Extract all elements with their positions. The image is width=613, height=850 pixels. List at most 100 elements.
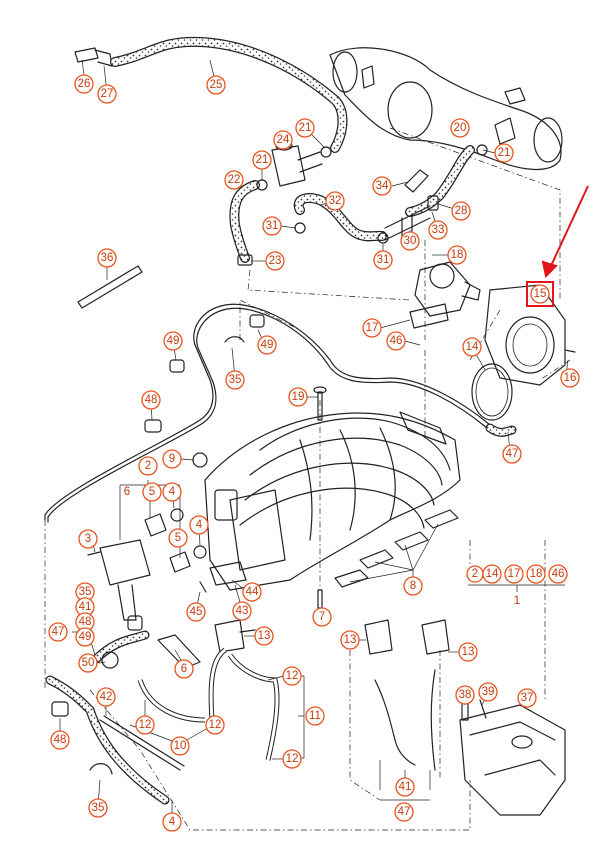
svg-text:21: 21 bbox=[256, 154, 269, 166]
svg-text:42: 42 bbox=[100, 691, 113, 703]
callout-32: 32 bbox=[325, 191, 345, 211]
callout-13: 13 bbox=[254, 626, 274, 646]
svg-text:12: 12 bbox=[286, 753, 299, 765]
svg-text:46: 46 bbox=[390, 335, 403, 347]
callout-4: 4 bbox=[162, 812, 182, 832]
highlight-box bbox=[526, 281, 554, 307]
svg-text:35: 35 bbox=[79, 586, 92, 598]
callout-49: 49 bbox=[163, 331, 183, 351]
callout-43: 43 bbox=[232, 601, 252, 621]
callout-13: 13 bbox=[340, 630, 360, 650]
svg-text:50: 50 bbox=[82, 657, 95, 669]
callout-31: 31 bbox=[373, 250, 393, 270]
callout-21: 21 bbox=[494, 143, 514, 163]
svg-text:22: 22 bbox=[228, 174, 241, 186]
svg-text:32: 32 bbox=[329, 195, 342, 207]
callout-18: 18 bbox=[526, 564, 546, 584]
svg-text:4: 4 bbox=[169, 486, 176, 498]
svg-text:12: 12 bbox=[139, 719, 152, 731]
svg-text:41: 41 bbox=[79, 601, 92, 613]
callout-8: 8 bbox=[403, 576, 423, 596]
callouts: 26 27 25 24 21 21 21 20 22 32 34 28 31 3… bbox=[48, 74, 580, 832]
callout-15: 15 bbox=[530, 284, 550, 304]
callout-33: 33 bbox=[428, 220, 448, 240]
callout-12: 12 bbox=[205, 715, 225, 735]
svg-text:5: 5 bbox=[175, 532, 181, 544]
callout-11: 11 bbox=[305, 706, 325, 726]
callout-18: 18 bbox=[447, 245, 467, 265]
svg-text:49: 49 bbox=[261, 339, 274, 351]
callout-46: 46 bbox=[548, 564, 568, 584]
callout-25: 25 bbox=[206, 75, 226, 95]
svg-text:19: 19 bbox=[292, 391, 305, 403]
callout-48: 48 bbox=[75, 612, 95, 632]
callout-5: 5 bbox=[168, 528, 188, 548]
callout-2: 2 bbox=[466, 565, 484, 583]
callout-41: 41 bbox=[75, 597, 95, 617]
svg-text:35: 35 bbox=[92, 802, 105, 814]
svg-text:41: 41 bbox=[399, 781, 412, 793]
svg-text:36: 36 bbox=[101, 252, 114, 264]
callout-39: 39 bbox=[478, 682, 498, 702]
callout-24: 24 bbox=[273, 130, 293, 150]
callout-14: 14 bbox=[462, 337, 482, 357]
svg-text:38: 38 bbox=[459, 689, 472, 701]
svg-text:5: 5 bbox=[149, 486, 155, 498]
callout-9: 9 bbox=[162, 449, 182, 469]
callout-17: 17 bbox=[504, 564, 524, 584]
callout-47: 47 bbox=[394, 802, 414, 822]
svg-text:7: 7 bbox=[319, 611, 325, 623]
svg-text:12: 12 bbox=[286, 670, 299, 682]
svg-text:21: 21 bbox=[299, 122, 312, 134]
callout-13: 13 bbox=[458, 642, 478, 662]
callout-28: 28 bbox=[451, 201, 471, 221]
callout-4: 4 bbox=[189, 515, 209, 535]
svg-text:6: 6 bbox=[181, 663, 187, 675]
svg-text:46: 46 bbox=[552, 568, 565, 580]
svg-text:49: 49 bbox=[167, 335, 180, 347]
callout-3: 3 bbox=[78, 529, 98, 549]
callout-48: 48 bbox=[50, 730, 70, 750]
callout-12: 12 bbox=[135, 715, 155, 735]
svg-text:20: 20 bbox=[454, 122, 467, 134]
svg-text:39: 39 bbox=[482, 686, 495, 698]
svg-text:35: 35 bbox=[229, 374, 242, 386]
svg-text:2: 2 bbox=[472, 568, 478, 580]
svg-text:11: 11 bbox=[309, 710, 321, 722]
callout-5: 5 bbox=[142, 482, 162, 502]
svg-text:43: 43 bbox=[236, 605, 249, 617]
svg-text:8: 8 bbox=[410, 580, 416, 592]
callout-7: 7 bbox=[312, 607, 332, 627]
callout-37: 37 bbox=[517, 688, 537, 708]
svg-text:13: 13 bbox=[258, 630, 271, 642]
svg-text:27: 27 bbox=[101, 88, 114, 100]
svg-text:17: 17 bbox=[508, 568, 521, 580]
svg-text:14: 14 bbox=[466, 341, 479, 353]
lead-lines bbox=[44, 127, 571, 831]
svg-text:13: 13 bbox=[462, 646, 475, 658]
svg-text:23: 23 bbox=[269, 255, 282, 267]
svg-text:15: 15 bbox=[534, 288, 547, 300]
svg-text:3: 3 bbox=[85, 533, 91, 545]
callout-2: 2 bbox=[138, 456, 158, 476]
callout-48: 48 bbox=[141, 390, 161, 410]
callout-17: 17 bbox=[362, 318, 382, 338]
svg-text:34: 34 bbox=[376, 180, 389, 192]
callout-4: 4 bbox=[162, 482, 182, 502]
callout-41: 41 bbox=[395, 777, 415, 797]
svg-text:47: 47 bbox=[506, 448, 519, 460]
callout-6: 6 bbox=[174, 659, 194, 679]
callout-49: 49 bbox=[257, 335, 277, 355]
highlight-arrowhead bbox=[541, 260, 558, 279]
callout-47: 47 bbox=[48, 622, 68, 642]
highlight-marker bbox=[526, 185, 589, 307]
callout-19: 19 bbox=[288, 387, 308, 407]
svg-text:9: 9 bbox=[169, 453, 175, 465]
svg-text:18: 18 bbox=[530, 568, 543, 580]
callout-49: 49 bbox=[75, 627, 95, 647]
svg-text:47: 47 bbox=[398, 806, 411, 818]
callout-44: 44 bbox=[242, 582, 262, 602]
svg-text:14: 14 bbox=[486, 568, 499, 580]
label-6: 6 bbox=[124, 486, 130, 498]
svg-text:48: 48 bbox=[54, 734, 67, 746]
